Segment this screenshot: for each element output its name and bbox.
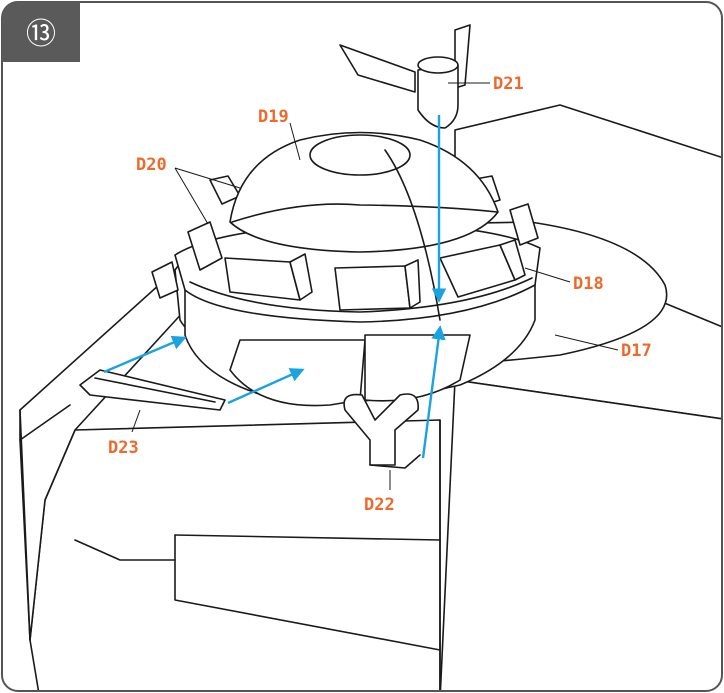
label-d19: D19 (258, 107, 289, 127)
leader-lines (131, 82, 619, 490)
label-d23: D23 (108, 438, 139, 458)
label-d17: D17 (621, 341, 652, 361)
label-d18: D18 (573, 274, 604, 294)
rotor-assembly (151, 131, 541, 407)
label-d21: D21 (493, 74, 524, 94)
label-d22: D22 (364, 495, 395, 515)
label-d20: D20 (136, 155, 167, 175)
callout-labels: D21 D19 D20 D18 D17 D23 D22 (108, 74, 652, 515)
step-number: ⑬ (26, 17, 56, 52)
direction-arrows (103, 115, 447, 459)
thumbscrew-d22 (343, 393, 421, 469)
arrow-d22-up (421, 325, 446, 459)
arrow-d23-left (103, 335, 187, 374)
arrow-d23-right (227, 368, 305, 405)
step-badge (2, 2, 80, 62)
screw-d21 (339, 24, 471, 129)
